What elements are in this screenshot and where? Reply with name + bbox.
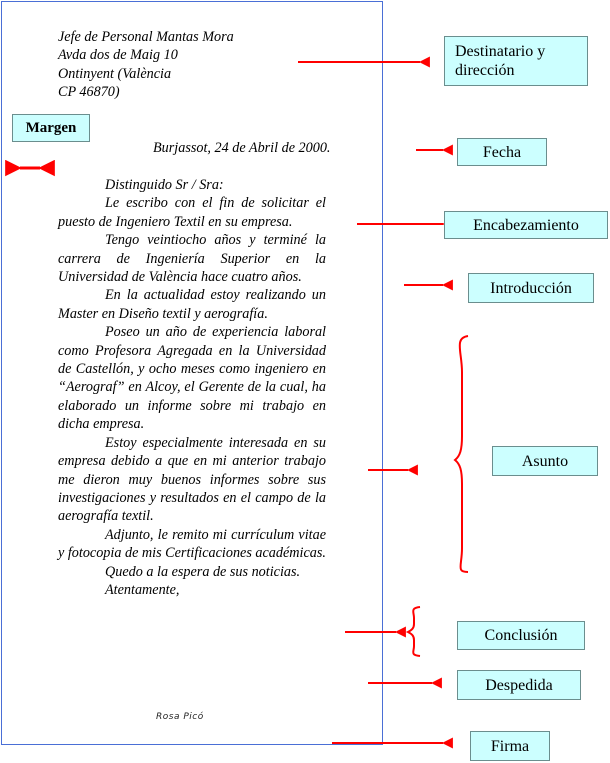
paragraph-encabezamiento: Le escribo con el fin de solicitar el pu…	[58, 195, 326, 230]
label-firma: Firma	[470, 731, 550, 761]
address-line: Avda dos de Maig 10	[58, 47, 178, 64]
paragraph-asunto-3: Estoy especialmente interesada en su emp…	[58, 434, 326, 525]
closing-line: Quedo a la espera de sus noticias.	[105, 563, 301, 580]
recipient-address: Jefe de Personal Mantas Mora Avda dos de…	[58, 28, 234, 102]
address-line: Jefe de Personal Mantas Mora	[58, 29, 234, 45]
letter-body: Distinguido Sr / Sra: Le escribo con el …	[58, 176, 326, 599]
paragraph-conclusion: Adjunto, le remito mi currículum vitae y…	[58, 526, 326, 562]
label-destinatario: Destinatario y dirección	[444, 36, 588, 86]
signature: Rosa Picó	[156, 712, 204, 722]
paragraph-asunto-2: Poseo un año de experiencia laboral como…	[58, 324, 326, 433]
letter-page	[1, 1, 383, 745]
address-line: Ontinyent (València	[58, 65, 172, 82]
letter-date: Burjassot, 24 de Abril de 2000.	[153, 140, 331, 156]
label-despedida: Despedida	[457, 670, 581, 700]
brace-asunto	[453, 335, 469, 573]
salutation: Distinguido Sr / Sra:	[105, 177, 224, 193]
label-conclusion: Conclusión	[457, 621, 585, 650]
farewell: Atentamente,	[105, 581, 180, 598]
label-introduccion: Introducción	[468, 273, 594, 303]
label-encabezamiento: Encabezamiento	[444, 211, 608, 239]
label-margen: Margen	[12, 114, 90, 142]
address-line: CP 46870)	[58, 84, 120, 101]
paragraph-asunto-1: En la actualidad estoy realizando un Mas…	[58, 287, 326, 322]
label-asunto: Asunto	[492, 446, 598, 476]
paragraph-introduccion: Tengo veintiocho años y terminé la carre…	[58, 232, 326, 286]
brace-conclusion	[405, 606, 421, 657]
label-fecha: Fecha	[457, 138, 547, 166]
